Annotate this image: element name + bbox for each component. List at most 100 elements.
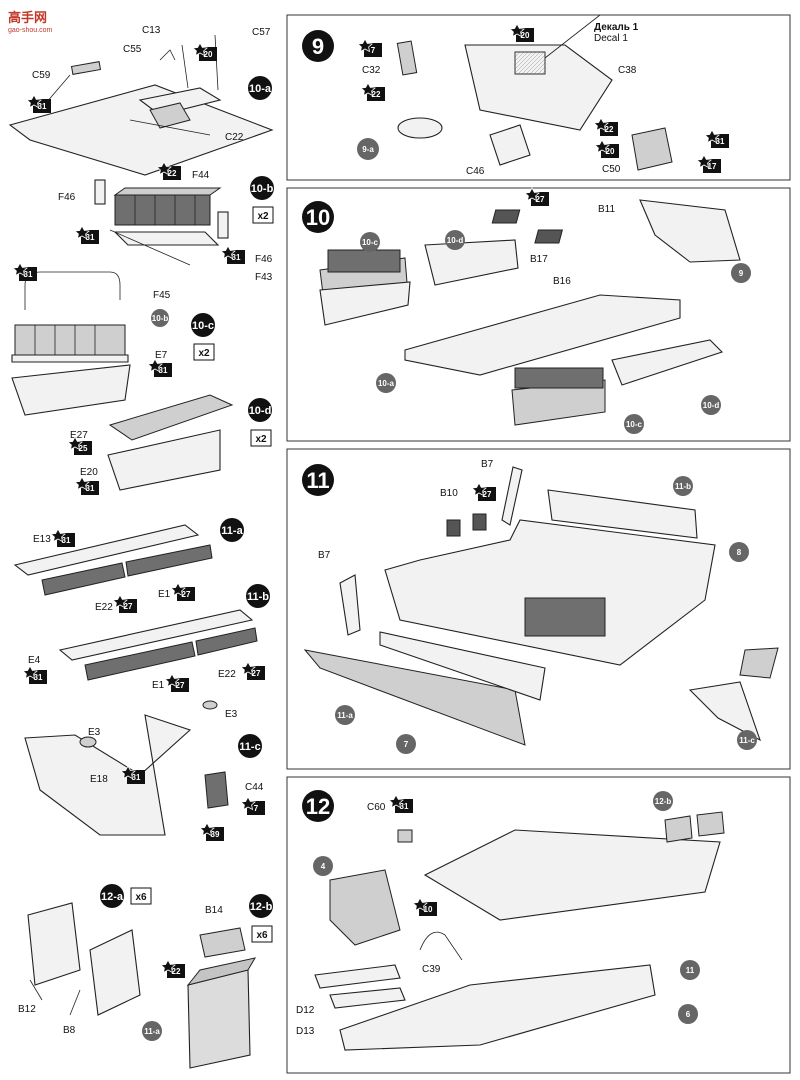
ref-10d: 10-d [701, 395, 721, 415]
part-d13: D13 [296, 1026, 315, 1037]
paint-badge-31: 31 [120, 765, 146, 785]
svg-text:9: 9 [312, 34, 324, 59]
paint-badge-20: 20 [192, 42, 218, 62]
ref-10d: 10-d [445, 230, 465, 250]
ref-11: 11 [680, 960, 700, 980]
paint-badge-10: 10 [412, 897, 438, 917]
part-b12: B12 [18, 1004, 36, 1015]
part-c59: C59 [32, 70, 51, 81]
paint-badge-27: 27 [112, 594, 138, 614]
svg-text:x2: x2 [198, 348, 210, 359]
multiplier-12a: x6 [130, 887, 152, 905]
svg-text:22: 22 [168, 169, 177, 178]
svg-text:6: 6 [686, 1010, 691, 1019]
svg-text:22: 22 [172, 967, 181, 976]
paint-badge-20: 20 [509, 23, 535, 43]
part-e27: E27 [70, 430, 88, 441]
paint-badge-31: 31 [22, 665, 48, 685]
svg-text:12-a: 12-a [101, 891, 124, 903]
substep-10b-drawing [94, 179, 229, 266]
svg-text:31: 31 [86, 233, 95, 242]
decal-label-ru: Декаль 1 [594, 22, 639, 33]
substep-10b-badge: 10-b [250, 176, 274, 200]
svg-text:39: 39 [211, 830, 220, 839]
part-c44: C44 [245, 782, 264, 793]
substep-12a-drawing [27, 902, 141, 1016]
part-e3-left: E3 [88, 727, 101, 738]
part-b14: B14 [205, 905, 223, 916]
multiplier-10c: x2 [193, 343, 215, 361]
svg-text:x2: x2 [255, 434, 267, 445]
svg-text:31: 31 [400, 802, 409, 811]
svg-text:25: 25 [79, 444, 88, 453]
part-e3-right: E3 [225, 709, 238, 720]
svg-text:x6: x6 [256, 930, 268, 941]
part-f46-left: F46 [58, 192, 76, 203]
step-12-drawing [314, 811, 725, 1051]
part-d12: D12 [296, 1005, 315, 1016]
paint-badge-25: 25 [67, 436, 93, 456]
ref-10c: 10-c [624, 414, 644, 434]
svg-text:31: 31 [24, 270, 33, 279]
svg-text:10-d: 10-d [249, 405, 272, 417]
substep-12b-drawing [186, 927, 257, 1069]
step-10-badge: 10 [302, 201, 334, 233]
ref-11a: 11-a [335, 705, 355, 725]
part-b10: B10 [440, 488, 458, 499]
multiplier-10b: x2 [252, 206, 274, 224]
svg-text:7: 7 [404, 740, 409, 749]
part-f44: F44 [192, 170, 210, 181]
part-b8: B8 [63, 1025, 76, 1036]
part-b7-left: B7 [318, 550, 331, 561]
paint-badge-31: 31 [704, 129, 730, 149]
svg-text:20: 20 [521, 31, 530, 40]
svg-text:4: 4 [321, 862, 326, 871]
svg-text:10-c: 10-c [362, 238, 379, 247]
ref-12b: 12-b [653, 791, 673, 811]
step-11-drawing [303, 466, 779, 746]
paint-badge-27: 27 [524, 187, 550, 207]
part-e13: E13 [33, 534, 51, 545]
svg-text:9-a: 9-a [362, 145, 374, 154]
part-c22: C22 [225, 132, 244, 143]
decal-label-en: Decal 1 [594, 33, 628, 44]
ref-10c: 10-c [360, 232, 380, 252]
substep-11a-badge: 11-a [220, 518, 244, 542]
paint-badge-22: 22 [160, 959, 186, 979]
part-e1-b: E1 [152, 680, 165, 691]
svg-text:12-b: 12-b [250, 901, 273, 913]
step-12-badge: 12 [302, 790, 334, 822]
ref-8: 8 [729, 542, 749, 562]
paint-badge-22: 22 [156, 161, 182, 181]
svg-text:22: 22 [605, 125, 614, 134]
paint-badge-31: 31 [388, 794, 414, 814]
svg-text:17: 17 [708, 162, 717, 171]
part-e4: E4 [28, 655, 41, 666]
step-12-frame [286, 776, 791, 1074]
part-b11: B11 [598, 204, 615, 215]
svg-text:11: 11 [306, 468, 329, 493]
step-11-frame [286, 448, 791, 770]
substep-12a-badge: 12-a [100, 884, 124, 908]
svg-text:10-b: 10-b [152, 314, 169, 323]
multiplier-10d: x2 [250, 429, 272, 447]
part-f43: F43 [255, 272, 273, 283]
step-10-frame [286, 187, 791, 442]
paint-badge-22: 22 [593, 117, 619, 137]
svg-text:27: 27 [536, 195, 545, 204]
substep-10d-drawing [107, 394, 234, 491]
svg-text:11-b: 11-b [675, 482, 691, 491]
part-e20: E20 [80, 467, 98, 478]
svg-text:31: 31 [86, 484, 95, 493]
paint-badge-27: 27 [170, 582, 196, 602]
svg-text:20: 20 [204, 50, 213, 59]
paint-badge-31: 31 [74, 225, 100, 245]
paint-badge-31: 31 [74, 476, 100, 496]
svg-text:10-a: 10-a [378, 379, 395, 388]
part-e1-a: E1 [158, 589, 171, 600]
svg-text:10-a: 10-a [249, 83, 272, 95]
part-c38: C38 [618, 65, 637, 76]
svg-text:27: 27 [176, 681, 185, 690]
svg-text:11: 11 [686, 966, 695, 975]
part-c60: C60 [367, 802, 386, 813]
